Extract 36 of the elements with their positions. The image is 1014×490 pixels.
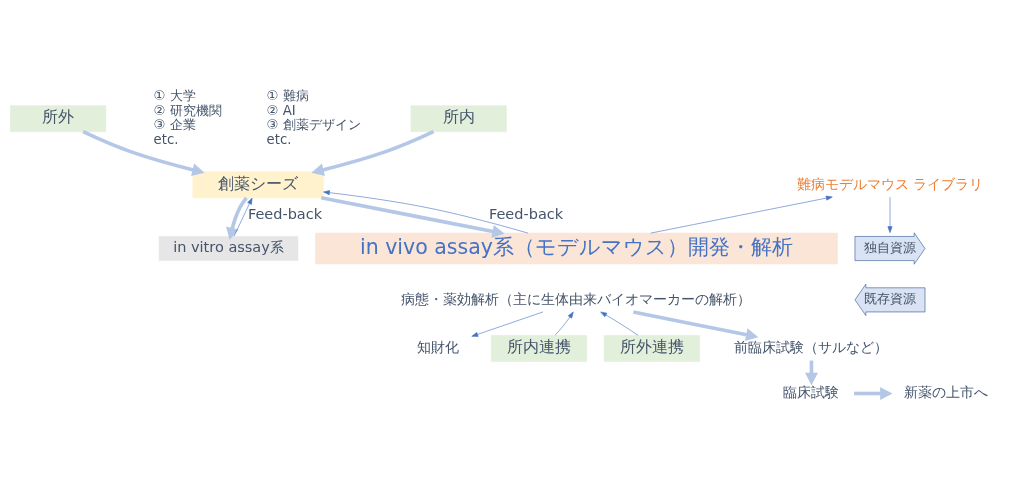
arrow xyxy=(887,196,893,233)
node-label: etc. xyxy=(153,131,179,147)
node-label: ③ 企業 xyxy=(153,116,196,132)
arrow xyxy=(311,129,435,176)
node-box: 所内連携 xyxy=(491,334,588,362)
node-text: 臨床試験 xyxy=(783,383,840,400)
node-text: 難病モデルマウス ライブラリ xyxy=(796,175,984,192)
node-label: ① 難病 xyxy=(266,87,309,103)
node-label: ① 大学 xyxy=(153,87,196,103)
arrow xyxy=(233,197,253,237)
node-text: 知財化 xyxy=(417,338,460,355)
node-label: ③ 創薬デザイン xyxy=(266,116,361,132)
node-text: 前臨床試験（サルなど） xyxy=(734,338,889,355)
node-box: 所内 xyxy=(410,104,507,132)
edge-label: Feed-back xyxy=(488,205,564,222)
node-label: etc. xyxy=(266,131,292,147)
node-label: ② 研究機関 xyxy=(153,102,222,118)
arrow xyxy=(650,195,833,233)
edge-label: Feed-back xyxy=(247,205,323,222)
node-box: in vivo assay系（モデルマウス）開発・解析 xyxy=(315,232,838,264)
node-box: in vitro assay系 xyxy=(158,235,299,261)
node-text: 病態・薬効解析（主に生体由来バイオマーカーの解析） xyxy=(401,290,752,307)
arrow xyxy=(600,311,639,336)
node-box: 所外連携 xyxy=(603,334,700,362)
node-box: 創薬シーズ xyxy=(192,171,324,198)
node-box: 所外 xyxy=(10,104,107,132)
arrow xyxy=(854,386,893,400)
arrow xyxy=(471,311,544,337)
node-text: 新薬の上市へ xyxy=(904,383,989,400)
arrow xyxy=(226,196,248,240)
arrow xyxy=(633,309,759,341)
arrow xyxy=(323,189,529,233)
node-label: ② AI xyxy=(266,102,296,118)
arrow xyxy=(554,311,574,336)
arrow xyxy=(82,129,205,176)
arrow xyxy=(320,195,505,238)
